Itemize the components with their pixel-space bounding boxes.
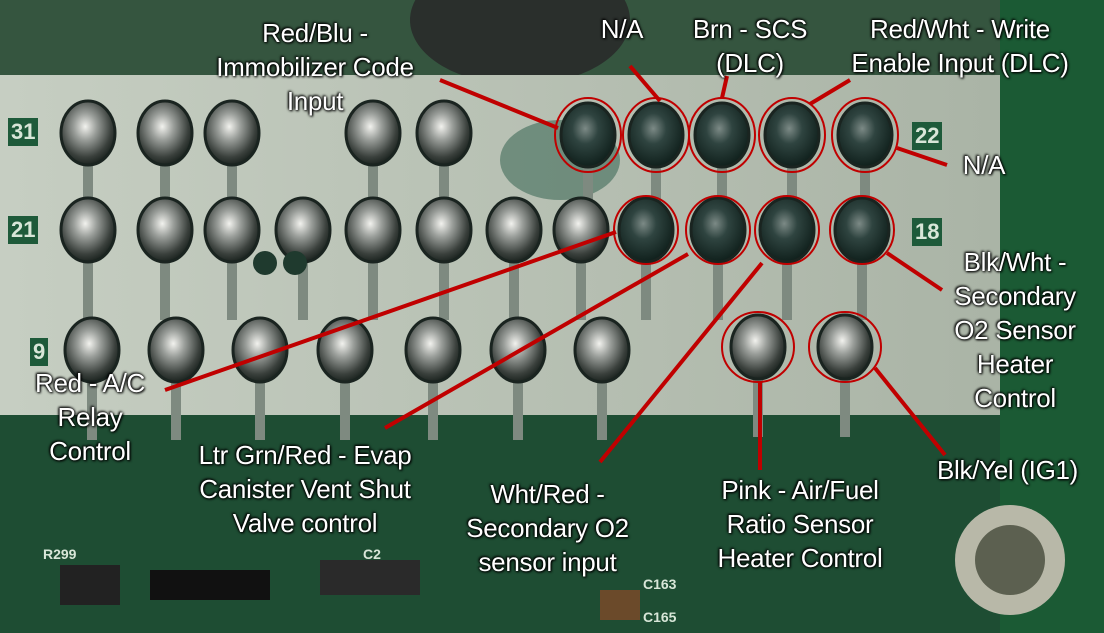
leader-line — [164, 230, 617, 392]
pin — [316, 316, 374, 384]
pin — [59, 196, 117, 264]
leader-line — [885, 251, 944, 292]
pin — [617, 196, 675, 264]
label-wht-red: Wht/Red - Secondary O2 sensor input — [466, 479, 629, 577]
highlight-circle — [808, 311, 882, 383]
pin — [559, 101, 617, 169]
silk-c2: C2 — [363, 546, 381, 562]
leader-line — [598, 261, 764, 464]
pin — [344, 196, 402, 264]
label-blk-yel: Blk/Yel (IG1) — [936, 455, 1079, 485]
pin — [136, 99, 194, 167]
annotation-marks — [164, 64, 948, 470]
leader-line — [873, 366, 947, 457]
pin — [203, 99, 261, 167]
pin — [833, 196, 891, 264]
silk-18: 18 — [912, 218, 943, 246]
pin — [63, 316, 121, 384]
pin — [763, 101, 821, 169]
silk-31: 31 — [8, 118, 39, 146]
pin — [573, 316, 631, 384]
label-red-blu: Red/Blu - Immobilizer Code Input — [216, 18, 414, 116]
highlight-circle — [754, 195, 820, 265]
pin — [627, 101, 685, 169]
pin — [344, 99, 402, 167]
pin — [816, 313, 874, 381]
label-pink: Pink - Air/Fuel Ratio Sensor Heater Cont… — [717, 475, 883, 573]
label-brn-scs: Brn - SCS (DLC) — [692, 14, 808, 78]
leader-line — [720, 75, 729, 99]
highlight-circle — [554, 97, 622, 173]
label-blk-wht: Blk/Wht - Secondary O2 Sensor Heater Con… — [954, 247, 1076, 413]
leader-line — [384, 252, 689, 430]
pin — [485, 196, 543, 264]
connector-pins — [59, 99, 894, 440]
leader-line — [439, 78, 559, 130]
pin — [758, 196, 816, 264]
leader-line — [896, 146, 948, 167]
highlight-circle — [829, 195, 895, 265]
pin — [274, 196, 332, 264]
pin — [231, 316, 289, 384]
pin — [147, 316, 205, 384]
silk-c165: C165 — [643, 609, 677, 625]
pin — [729, 313, 787, 381]
pin — [136, 196, 194, 264]
pin — [693, 101, 751, 169]
label-na-top: N/A — [600, 14, 644, 44]
silk-9: 9 — [30, 338, 49, 366]
label-red-wht: Red/Wht - Write Enable Input (DLC) — [851, 14, 1069, 78]
leader-line — [808, 78, 852, 106]
via — [283, 251, 307, 275]
label-red-ac: Red - A/C Relay Control — [34, 368, 145, 466]
pin — [836, 101, 894, 169]
highlight-circle — [758, 97, 826, 173]
silk-21: 21 — [8, 216, 39, 244]
leader-line — [628, 64, 662, 103]
pin — [59, 99, 117, 167]
pin — [415, 196, 473, 264]
silk-c163: C163 — [643, 576, 677, 592]
pin — [552, 196, 610, 264]
pin — [203, 196, 261, 264]
pin — [689, 196, 747, 264]
highlight-circle — [831, 97, 899, 173]
label-na-right: N/A — [962, 150, 1006, 180]
pin — [404, 316, 462, 384]
silk-r299: R299 — [43, 546, 77, 562]
highlight-circle — [613, 195, 679, 265]
highlight-circle — [685, 195, 751, 265]
pin — [415, 99, 473, 167]
via — [253, 251, 277, 275]
silk-22: 22 — [912, 122, 943, 150]
label-ltr-grn: Ltr Grn/Red - Evap Canister Vent Shut Va… — [198, 440, 412, 538]
